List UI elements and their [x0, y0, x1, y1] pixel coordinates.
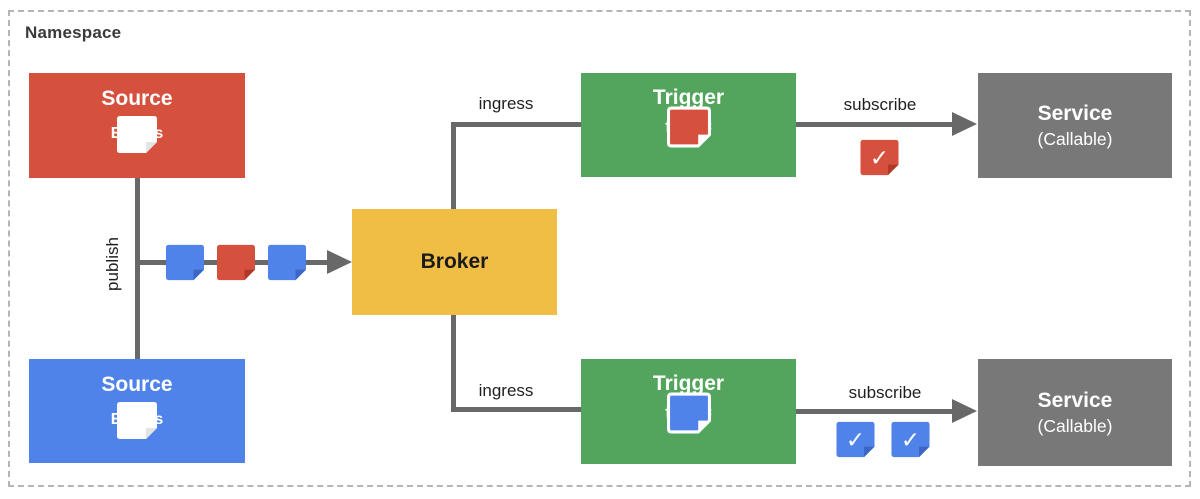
trigger-title: Trigger — [652, 372, 725, 395]
subscribe-bottom-arrowhead-icon — [952, 399, 977, 423]
ingress-bottom-line-horizontal — [451, 407, 581, 412]
subscribe-top-label: subscribe — [843, 95, 917, 114]
check-icon: ✓ — [901, 427, 920, 453]
trigger-node-top: Trigger filter= — [581, 73, 796, 177]
ingress-bottom-line-vertical — [451, 314, 456, 410]
ingress-top-label: ingress — [478, 94, 534, 113]
service-node-top: Service (Callable) — [978, 73, 1172, 178]
event-stream-arrowhead-icon — [327, 250, 352, 274]
subscribe-top-line — [796, 122, 953, 127]
subscribe-top-arrowhead-icon — [952, 112, 977, 136]
ingress-bottom-label: ingress — [478, 381, 534, 400]
source-node-bottom: Source Events — [29, 359, 245, 463]
delivered-event-check-icons-bottom: ✓✓ — [834, 420, 932, 459]
note-page-icon — [117, 115, 157, 153]
note-page-icon — [216, 244, 256, 281]
service-subtitle: (Callable) — [1037, 415, 1113, 436]
note-page-icon — [267, 244, 307, 281]
subscribe-bottom-label: subscribe — [848, 383, 922, 402]
service-node-bottom: Service (Callable) — [978, 359, 1172, 466]
ingress-top-line-horizontal — [451, 122, 581, 127]
namespace-label: Namespace — [25, 23, 122, 42]
filter-note-icon — [666, 106, 712, 148]
note-page-icon — [165, 244, 205, 281]
note-page-icon: ✓ — [860, 139, 899, 176]
note-page-icon — [117, 401, 157, 439]
note-page-icon: ✓ — [836, 421, 875, 458]
publish-label: publish — [103, 237, 122, 291]
filter-note-icon — [666, 392, 712, 434]
subscribe-bottom-line — [796, 409, 953, 414]
trigger-node-bottom: Trigger filter= — [581, 359, 796, 464]
ingress-top-line-vertical — [451, 124, 456, 210]
check-icon: ✓ — [846, 427, 865, 453]
trigger-title: Trigger — [652, 86, 725, 109]
check-icon: ✓ — [870, 145, 889, 171]
service-title: Service — [1037, 101, 1113, 125]
note-page-icon — [666, 392, 711, 434]
source-node-top: Source Events — [29, 73, 245, 178]
source-title: Source — [101, 373, 173, 396]
broker-title: Broker — [420, 250, 489, 273]
broker-node: Broker — [352, 209, 557, 315]
source-title: Source — [101, 87, 173, 110]
delivered-event-check-icons-top: ✓ — [858, 138, 901, 177]
events-note-icon — [115, 114, 159, 155]
namespace-boundary — [8, 10, 1191, 487]
note-page-icon: ✓ — [891, 421, 930, 458]
event-note-icons — [164, 243, 308, 282]
events-note-icon — [115, 400, 159, 441]
note-page-icon — [666, 106, 711, 148]
publish-line — [135, 178, 140, 360]
service-subtitle: (Callable) — [1037, 128, 1113, 149]
service-title: Service — [1037, 388, 1113, 412]
